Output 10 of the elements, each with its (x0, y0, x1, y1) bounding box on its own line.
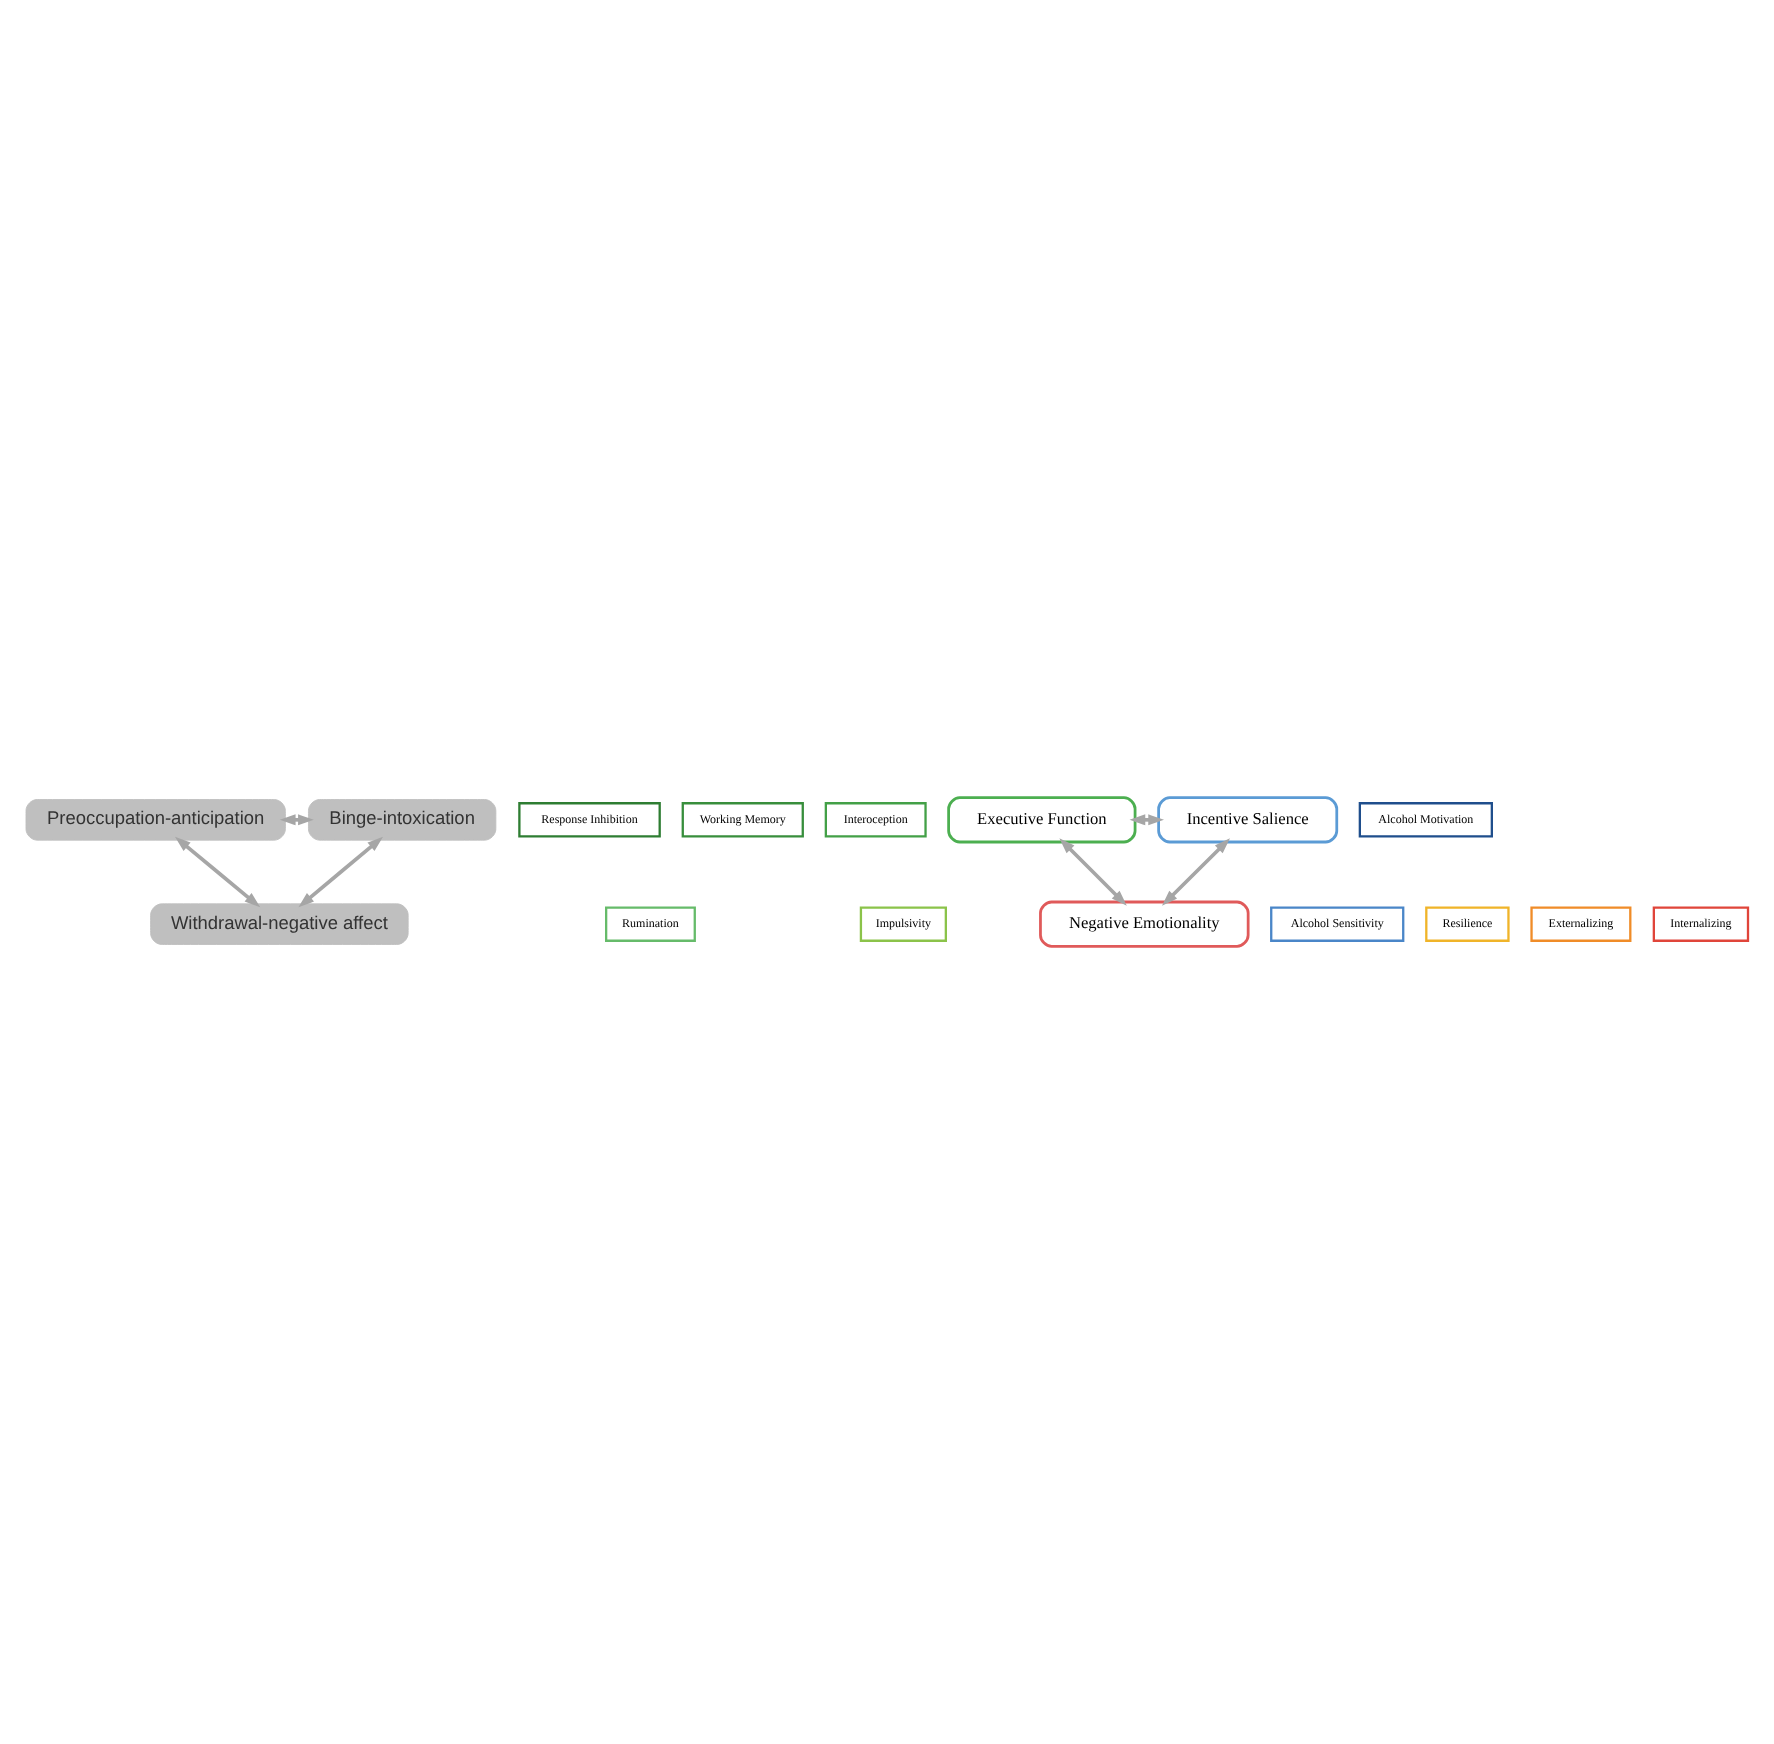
arrow (1059, 838, 1127, 906)
node-box: Binge-intoxication (308, 799, 497, 841)
node-box: Incentive Salience (1157, 796, 1339, 844)
node-box: Withdrawal-negative affect (150, 903, 409, 945)
node-box: Negative Emotionality (1039, 900, 1250, 948)
node-box: Executive Function (947, 796, 1137, 844)
arrow (298, 836, 384, 908)
arrow (174, 836, 261, 908)
node-box: Preoccupation-anticipation (25, 799, 286, 841)
arrow (1162, 838, 1230, 906)
